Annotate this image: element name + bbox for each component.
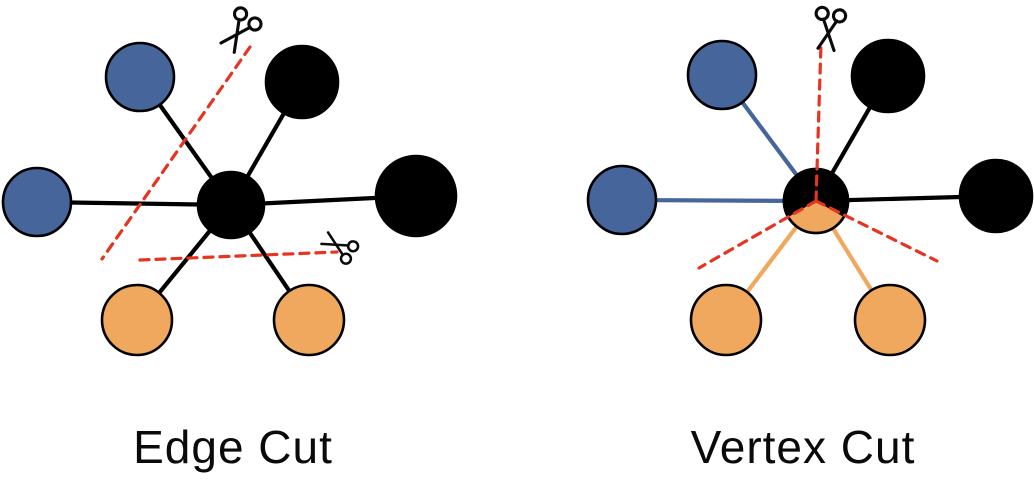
graph-node	[272, 283, 346, 357]
cut-line	[697, 199, 818, 270]
scissors-handle	[346, 240, 360, 253]
graph-node	[104, 41, 176, 113]
graph-node	[689, 283, 763, 357]
scissors-blade	[320, 242, 350, 247]
graph-node	[853, 283, 927, 357]
edge-cut-label: Edge Cut	[133, 421, 333, 473]
scissors-icon	[814, 5, 848, 53]
graph-node	[686, 39, 758, 111]
cut-line	[100, 45, 252, 261]
scissors-handle	[339, 252, 353, 265]
scissors-handle	[831, 8, 848, 24]
graph-node	[264, 44, 340, 120]
scissors-handle	[247, 16, 263, 32]
scissors-icon	[320, 231, 360, 265]
graph-node	[374, 154, 458, 238]
graph-node	[850, 38, 926, 114]
scissors-blade	[821, 17, 836, 53]
scissors-icon	[219, 6, 263, 54]
scissors-blade	[232, 17, 241, 54]
cut-line	[814, 199, 939, 263]
vertex-cut-label: Vertex Cut	[690, 421, 916, 473]
cut-line	[138, 250, 339, 262]
graph-node	[958, 158, 1034, 234]
graph-node	[100, 283, 174, 357]
scissors-handle	[232, 6, 249, 22]
cut-line	[814, 42, 823, 203]
graph-node	[1, 166, 73, 238]
graph-center-node	[196, 170, 266, 240]
graph-node	[586, 164, 658, 236]
scissors-handle	[814, 5, 830, 22]
